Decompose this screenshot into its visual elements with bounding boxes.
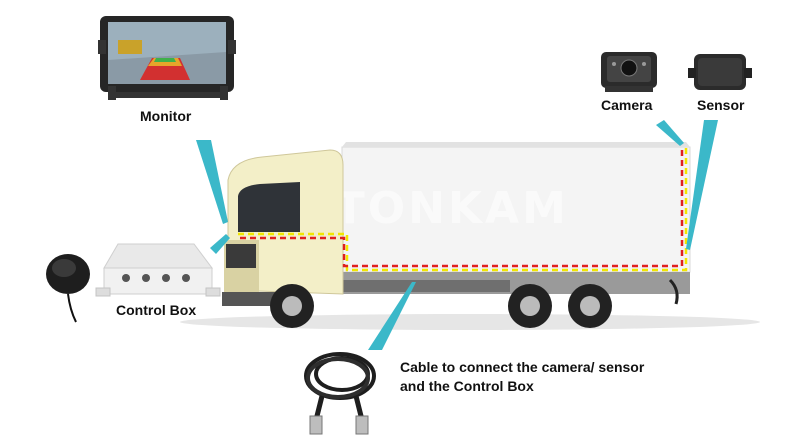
control-box-front — [103, 267, 213, 295]
cable-connector-left — [309, 415, 323, 435]
camera-bracket — [605, 86, 653, 92]
cargo-box-top — [342, 142, 690, 147]
rear-wheel-2 — [568, 284, 612, 328]
button-sensor-icon — [46, 254, 90, 323]
control-box-label: Control Box — [116, 302, 197, 318]
control-box-port-3 — [162, 274, 170, 282]
mud-flap — [668, 278, 679, 305]
cable-route-yellow — [238, 148, 688, 272]
camera-lens — [620, 59, 638, 77]
monitor-label: Monitor — [140, 108, 192, 124]
cab-window — [238, 182, 300, 232]
pointer-cable — [368, 282, 416, 350]
cable-route-red — [240, 150, 684, 268]
cable-label-line-1: Cable to connect the camera/ sensor — [400, 359, 645, 375]
cable-coil-icon — [304, 352, 376, 435]
cable-route — [238, 148, 688, 272]
watermark: STONKAM — [300, 183, 569, 234]
monitor-screen-vehicle — [118, 40, 142, 54]
camera-label: Camera — [601, 97, 653, 113]
control-box-port-2 — [142, 274, 150, 282]
sensor-label: Sensor — [697, 97, 745, 113]
monitor-bracket — [108, 92, 228, 98]
pointer-camera — [656, 120, 684, 146]
control-box-icon — [95, 243, 221, 297]
pointer-control-box — [210, 234, 230, 254]
ground-shadow — [180, 314, 760, 330]
cable-connector-right — [355, 415, 369, 435]
cable-label-line-2: and the Control Box — [400, 378, 534, 394]
control-box-port-4 — [182, 274, 190, 282]
pointer-monitor — [196, 140, 228, 224]
camera-icon — [601, 52, 657, 92]
pointers — [196, 120, 718, 350]
pointer-sensor — [686, 120, 718, 250]
cable-label: Cable to connect the camera/ sensor and … — [400, 358, 700, 396]
truck-illustration: STONKAM — [222, 142, 691, 328]
control-box-port-1 — [122, 274, 130, 282]
bumper — [222, 292, 282, 306]
monitor-icon — [98, 16, 236, 100]
grille — [226, 244, 256, 268]
rear-wheel-1 — [508, 284, 552, 328]
front-wheel — [270, 284, 314, 328]
fuel-tank — [340, 280, 510, 292]
sensor-icon — [688, 54, 752, 90]
